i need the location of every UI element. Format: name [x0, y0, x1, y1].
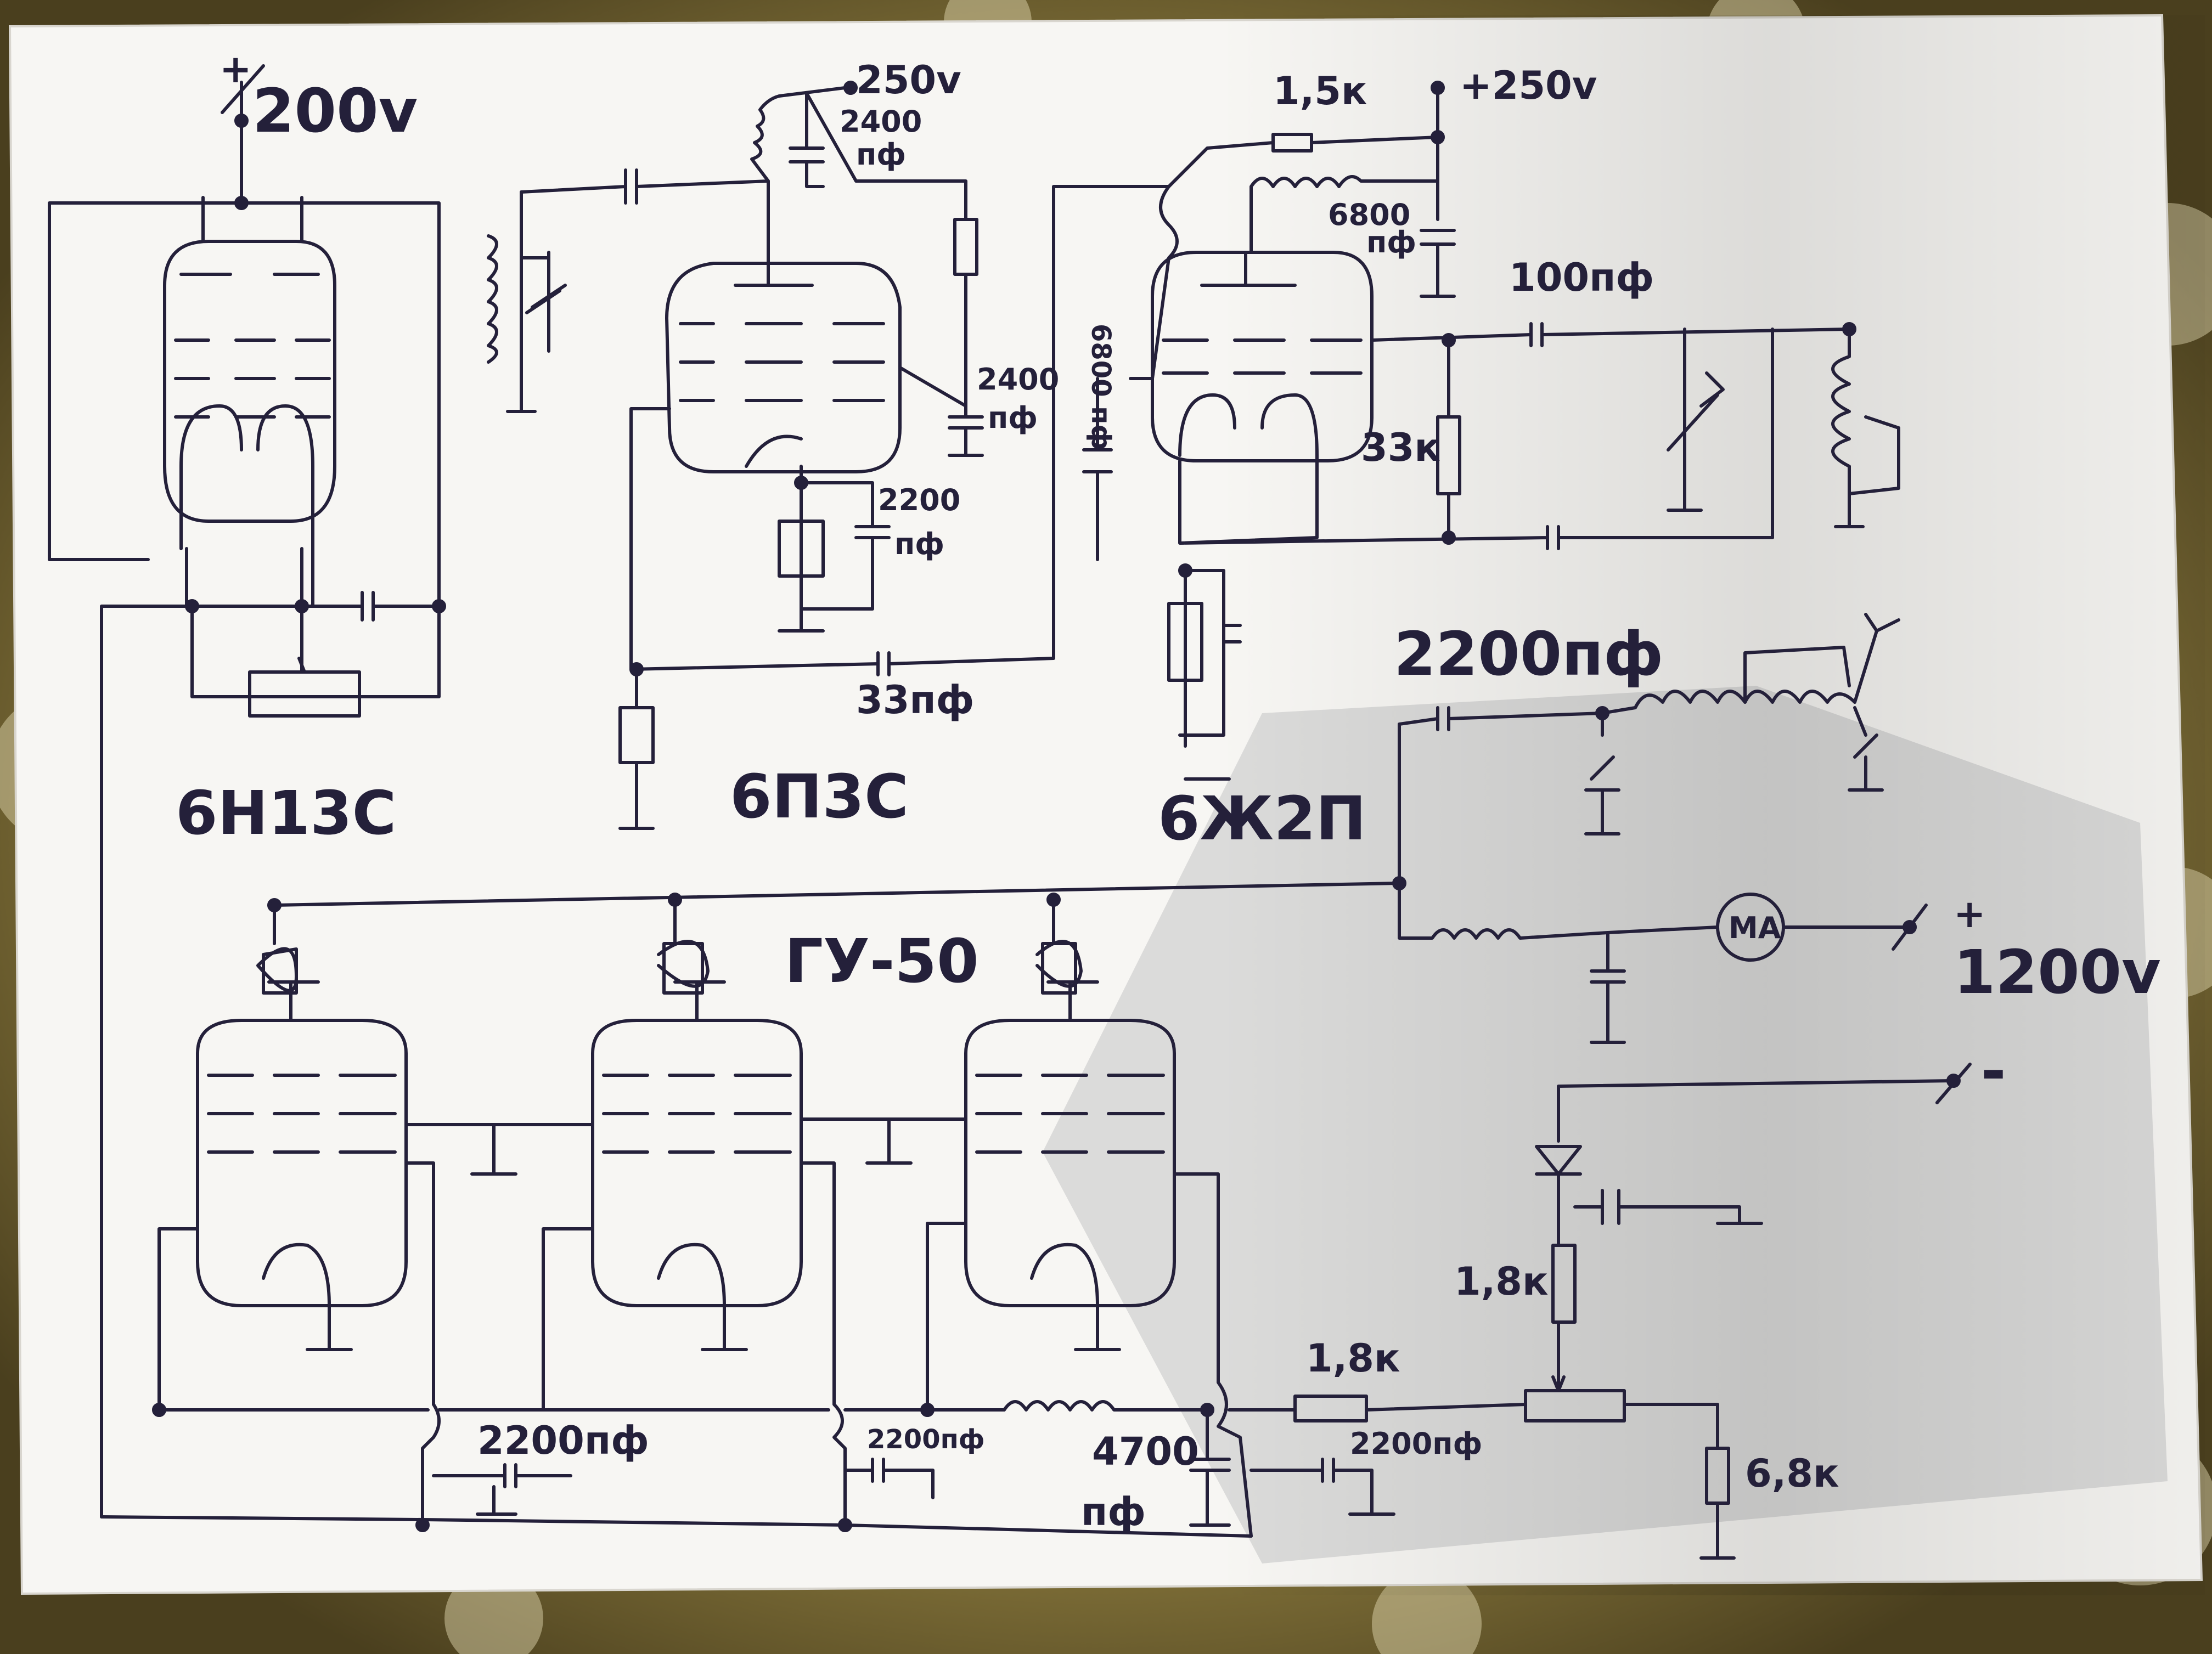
label-tube-6zh2p: 6Ж2П	[1158, 783, 1366, 854]
label-plus-200v: +	[219, 47, 252, 92]
label-r-1-8k-b: 1,8к	[1454, 1259, 1549, 1304]
tube-6n13s	[163, 196, 336, 550]
label-r-1-8k-a: 1,8к	[1306, 1336, 1400, 1381]
label-r-1-5k: 1,5к	[1273, 69, 1367, 114]
tube-6zh2p	[1151, 251, 1374, 462]
label-c-2400-a-unit: пф	[856, 137, 906, 172]
label-c-100: 100пф	[1509, 255, 1654, 300]
label-c-4700-unit: пф	[1081, 1489, 1146, 1534]
label-c-2200-g3: 2200пф	[1350, 1426, 1482, 1461]
tube-6p3s	[665, 262, 902, 473]
tube-gu50-3	[964, 980, 1176, 1351]
label-200v: 200v	[252, 76, 418, 146]
label-250v-a: 250v	[856, 58, 961, 103]
label-c-2200-g1: 2200пф	[477, 1418, 649, 1463]
label-c-2200-g2: 2200пф	[867, 1424, 984, 1455]
label-c-2200-cath: 2200	[878, 483, 960, 517]
label-minus: -	[1981, 1036, 2006, 1106]
label-c-2400-b: 2400	[977, 362, 1059, 397]
label-c-33: 33пф	[856, 678, 974, 722]
label-1200v: 1200v	[1954, 937, 2161, 1007]
tube-gu50-2	[591, 980, 803, 1351]
tube-gu50-1	[196, 980, 408, 1351]
label-250v-b: +250v	[1460, 63, 1597, 108]
label-r-33k: 33к	[1361, 425, 1440, 470]
label-tube-6n13s: 6Н13С	[176, 778, 396, 848]
label-tube-gu50: ГУ-50	[785, 926, 979, 996]
label-c-2400-b-unit: пф	[988, 400, 1038, 435]
label-c-4700: 4700	[1092, 1429, 1199, 1474]
label-c-2200-cath-unit: пф	[894, 527, 944, 561]
label-plus-1200v: +	[1954, 891, 1986, 936]
label-r-6-8k: 6,8к	[1745, 1451, 1839, 1496]
label-c-2400-a: 2400	[840, 104, 922, 139]
label-c-6800: 6800	[1328, 197, 1410, 232]
label-c-6800-vert: 6800 пф	[1085, 324, 1116, 450]
label-c-2200-out: 2200пф	[1394, 619, 1663, 689]
label-meter-ma: MA	[1729, 911, 1781, 945]
label-tube-6p3s: 6П3С	[730, 761, 909, 832]
label-c-6800-unit: пф	[1366, 225, 1416, 259]
